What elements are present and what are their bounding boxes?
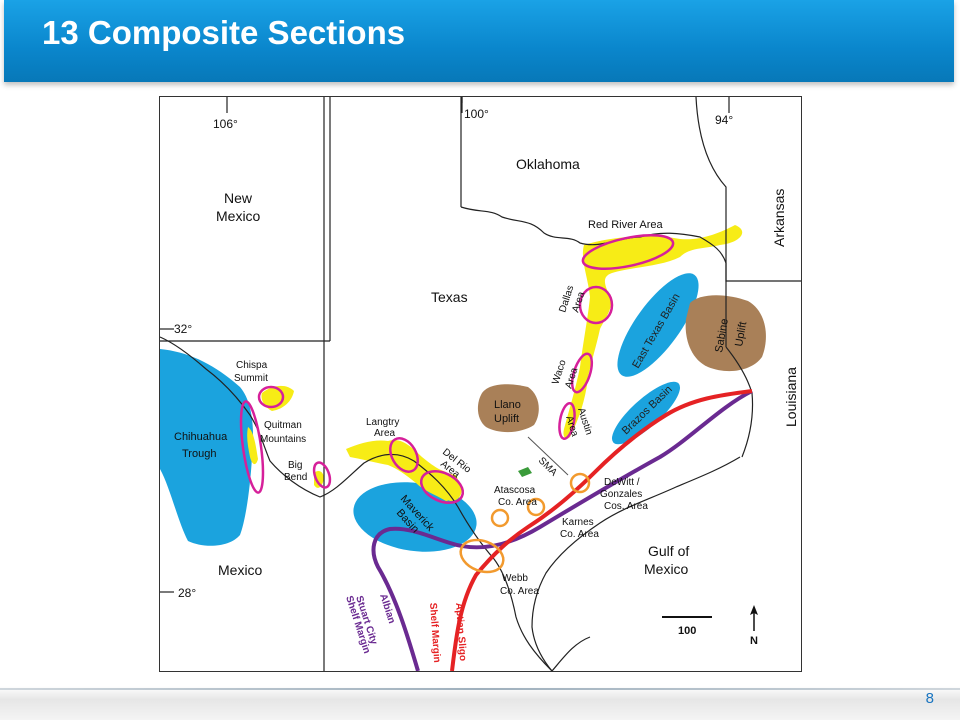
webb-label-2: Co. Area (500, 586, 539, 597)
section-circles (239, 234, 675, 504)
north-label: N (750, 635, 758, 647)
circle-langtry (389, 437, 419, 473)
outcrop-north (563, 225, 743, 439)
bigbend-label-2: Bend (284, 472, 307, 483)
chihuahua-trough (160, 349, 254, 546)
lon-94: 94° (715, 113, 733, 127)
state-new-mexico-1: New (224, 190, 253, 206)
sma-marker (518, 467, 532, 477)
gulf-label-2: Mexico (644, 561, 689, 577)
langtry-label-2: Area (374, 428, 396, 439)
karnes-label-1: Karnes (562, 517, 594, 528)
state-louisiana: Louisiana (783, 367, 799, 427)
map-frame: 106° 100° 94° 32° 28° New Mexico Oklahom… (159, 96, 802, 672)
red-river-label: Red River Area (588, 219, 663, 231)
aptian-label-1: Aptian Sligo (453, 602, 468, 661)
circle-webb (459, 538, 505, 574)
outcrop-quitman (247, 427, 258, 465)
lon-106: 106° (213, 117, 238, 131)
circle-red-river (581, 234, 675, 270)
chihuahua-label-1: Chihuahua (174, 431, 228, 443)
outcrop-chispa (261, 385, 294, 411)
footer-band (0, 686, 960, 720)
aptian-margin-line (450, 389, 753, 671)
llano-uplift (477, 384, 539, 433)
state-arkansas: Arkansas (771, 189, 787, 247)
circle-dallas (578, 285, 614, 325)
title-bar: 13 Composite Sections (4, 0, 954, 82)
atascosa-label-2: Co. Area (498, 497, 537, 508)
state-oklahoma: Oklahoma (516, 156, 580, 172)
dewitt-label-3: Cos. Area (604, 501, 648, 512)
state-new-mexico-2: Mexico (216, 208, 261, 224)
state-texas: Texas (431, 289, 468, 305)
bigbend-label-1: Big (288, 460, 302, 471)
graticule-ticks (160, 97, 730, 593)
circle-austin (558, 401, 576, 441)
sma-leader (527, 436, 569, 476)
chispa-label-1: Chispa (236, 360, 268, 371)
slide-title: 13 Composite Sections (42, 14, 406, 51)
circle-atascosa (490, 508, 510, 528)
llano-label-1: Llano (494, 399, 521, 411)
page-number: 8 (925, 690, 934, 707)
north-arrow-icon (750, 605, 758, 615)
country-mexico: Mexico (218, 562, 263, 578)
outcrop-bigbend (314, 471, 324, 488)
dewitt-label-1: DeWitt / (604, 477, 640, 488)
webb-label-1: Webb (502, 573, 528, 584)
quitman-label-2: Mountains (260, 434, 306, 445)
langtry-label-1: Langtry (366, 417, 399, 428)
circle-dewitt (569, 472, 591, 494)
east-texas-basin (617, 273, 699, 377)
chispa-label-2: Summit (234, 373, 268, 384)
chihuahua-label-2: Trough (182, 448, 216, 460)
circle-delrio (419, 470, 465, 504)
lat-32: 32° (174, 322, 192, 336)
llano-label-2: Uplift (494, 413, 519, 425)
brazos-basin (611, 381, 681, 445)
dewitt-label-2: Gonzales (600, 489, 642, 500)
quitman-label-1: Quitman (264, 420, 302, 431)
texas-map: 106° 100° 94° 32° 28° New Mexico Oklahom… (160, 97, 801, 671)
scale-label: 100 (678, 625, 696, 637)
atascosa-label-1: Atascosa (494, 485, 536, 496)
lon-100: 100° (464, 107, 489, 121)
circle-waco (570, 352, 594, 394)
karnes-label-2: Co. Area (560, 529, 599, 540)
aptian-label-2: Shelf Margin (427, 602, 442, 663)
sma-label: SMA (536, 455, 559, 478)
circle-karnes (526, 497, 546, 517)
circle-quitman (239, 400, 265, 494)
sabine-label-1: Sabine (713, 318, 731, 354)
sabine-label-2: Uplift (733, 321, 749, 348)
core-circles (459, 472, 591, 574)
lat-28: 28° (178, 586, 196, 600)
footer-line (0, 688, 960, 690)
circle-chispa (257, 385, 285, 409)
gulf-label-1: Gulf of (648, 543, 689, 559)
boundaries (160, 97, 801, 671)
circle-bigbend (312, 461, 332, 489)
albian-margin-line (371, 389, 753, 671)
